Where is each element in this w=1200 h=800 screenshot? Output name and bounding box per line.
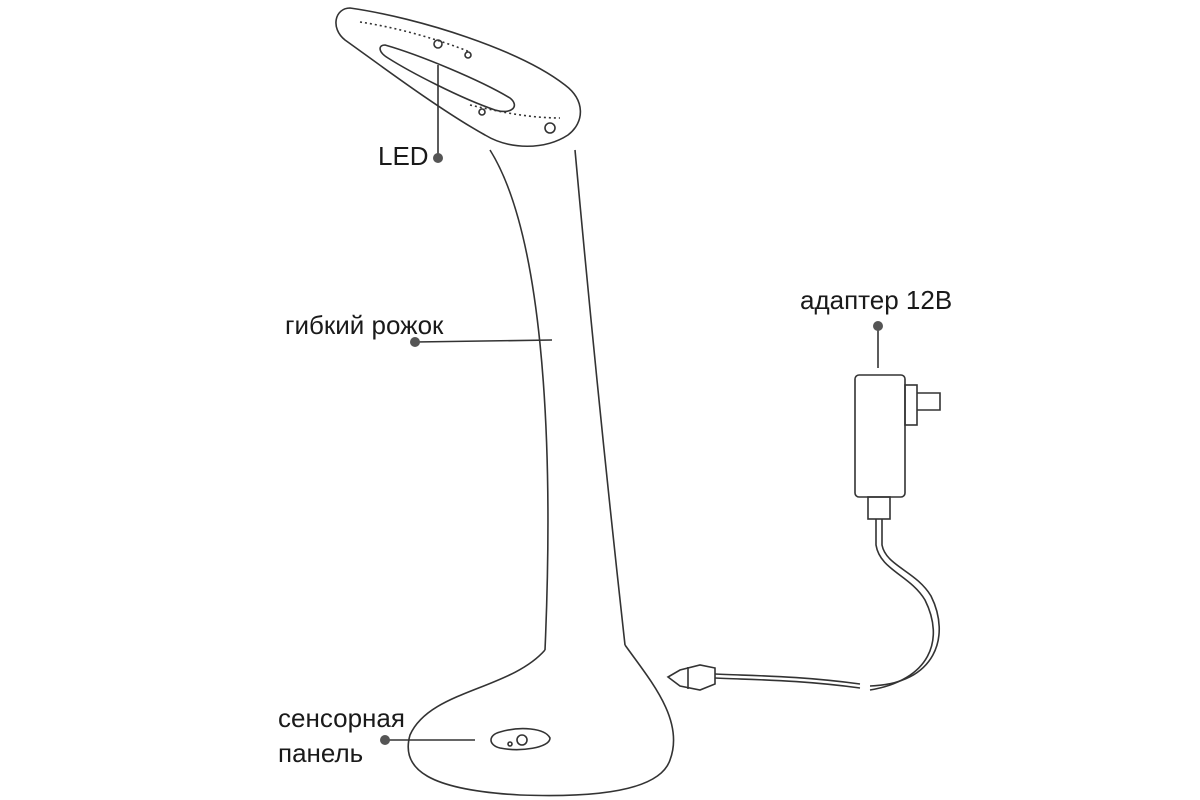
callout-adapter bbox=[873, 321, 883, 368]
label-led: LED bbox=[378, 141, 429, 171]
power-adapter bbox=[854, 374, 941, 691]
power-cable bbox=[666, 664, 861, 691]
lamp-base bbox=[407, 644, 675, 797]
flexible-neck bbox=[489, 149, 626, 651]
callout-neck bbox=[410, 337, 553, 347]
lamp-head bbox=[335, 7, 582, 148]
label-touch-panel-line2: панель bbox=[278, 738, 364, 768]
label-flexible-neck: гибкий рожок bbox=[285, 310, 444, 340]
label-adapter: адаптер 12В bbox=[800, 285, 953, 315]
callout-touch bbox=[380, 735, 475, 745]
callout-led bbox=[433, 65, 443, 163]
label-touch-panel-line1: сенсорная bbox=[278, 703, 405, 733]
